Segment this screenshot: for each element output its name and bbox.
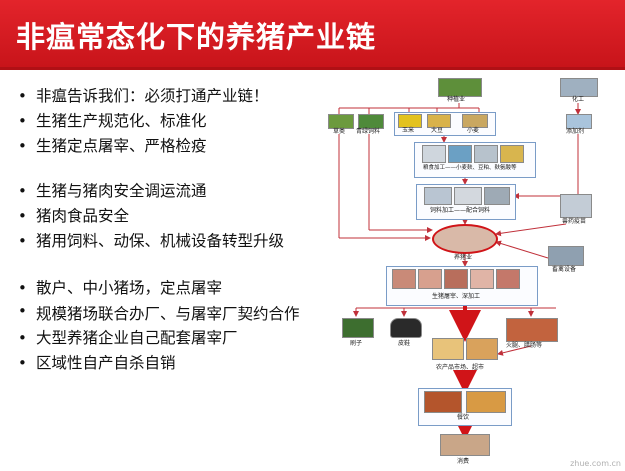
consumption-label: 消费 — [457, 458, 470, 465]
wheat-label: 小麦 — [467, 127, 480, 134]
planting-image — [438, 78, 482, 97]
feed-image-3 — [484, 187, 510, 205]
catering-image-2 — [466, 391, 506, 413]
bullet-group-1: 非瘟告诉我们：必须打通产业链！ 生猪生产规范化、标准化 生猪定点屠宰、严格检疫 — [18, 84, 323, 159]
bullet-group-2: 生猪与猪肉安全调运流通 猪肉食品安全 猪用饲料、动保、机械设备转型升级 — [18, 179, 323, 254]
grain-processing-label: 粮食加工——小麦麸、豆粕、麸氨酸等 — [423, 165, 517, 171]
planting-label: 种植业 — [447, 96, 466, 103]
silage-image — [358, 114, 384, 129]
chemical-label: 化工 — [572, 96, 585, 103]
soybean-label: 大豆 — [431, 127, 444, 134]
vet-drugs-label: 兽药疫苗 — [562, 218, 587, 225]
livestock-equipment-image — [548, 246, 584, 266]
grain-image-3 — [474, 145, 498, 163]
bullet-item: 猪肉食品安全 — [18, 204, 323, 229]
additive-image — [566, 114, 592, 129]
slaughter-image-1 — [392, 269, 416, 289]
market-image-2 — [466, 338, 498, 360]
catering-label: 餐饮 — [457, 414, 470, 421]
slaughter-image-5 — [496, 269, 520, 289]
market-image-1 — [432, 338, 464, 360]
title-bar: 非瘟常态化下的养猪产业链 — [0, 0, 625, 67]
bullet-item: 散户、中小猪场，定点屠宰 — [18, 276, 323, 301]
catering-image-1 — [424, 391, 462, 413]
market-label: 农产品市场、超市 — [436, 364, 485, 371]
ham-label: 火腿、腊肠等 — [506, 342, 543, 349]
brush-image — [342, 318, 374, 338]
chemical-image — [560, 78, 598, 97]
feed-image-2 — [454, 187, 482, 205]
bullet-item: 生猪定点屠宰、严格检疫 — [18, 134, 323, 159]
corn-label: 玉米 — [402, 127, 415, 134]
slaughter-image-3 — [444, 269, 468, 289]
bullet-item: 生猪生产规范化、标准化 — [18, 109, 323, 134]
additive-label: 添加剂 — [566, 128, 585, 135]
wheat-image — [462, 114, 488, 128]
bullet-list: 非瘟告诉我们：必须打通产业链！ 生猪生产规范化、标准化 生猪定点屠宰、严格检疫 … — [18, 84, 323, 376]
bullet-group-3: 散户、中小猪场，定点屠宰 规模猪场联合办厂、与屠宰厂契约合作 大型养猪企业自己配… — [18, 276, 323, 376]
silage-label: 青绿饲料 — [356, 128, 381, 135]
feed-image-1 — [424, 187, 452, 205]
slaughter-image-4 — [470, 269, 494, 289]
slide-title: 非瘟常态化下的养猪产业链 — [16, 20, 377, 54]
industry-chain-diagram: 种植业 化工 草类 青绿饲料 玉米 大豆 小麦 添加剂 粮食加工——小麦麸、豆粕… — [326, 76, 625, 471]
bullet-item: 规模猪场联合办厂、与屠宰厂契约合作 — [18, 301, 323, 326]
consumption-image — [440, 434, 490, 456]
brush-label: 刷子 — [350, 340, 363, 347]
grain-image-2 — [448, 145, 472, 163]
corn-image — [398, 114, 422, 128]
pig-farming-image — [432, 224, 498, 254]
slaughter-label: 生猪屠宰、深加工 — [432, 293, 481, 300]
leather-image — [390, 318, 422, 338]
grain-image-1 — [422, 145, 446, 163]
grass-image — [328, 114, 354, 129]
soybean-image — [427, 114, 451, 128]
bullet-item: 生猪与猪肉安全调运流通 — [18, 179, 323, 204]
bullet-item: 猪用饲料、动保、机械设备转型升级 — [18, 229, 323, 254]
bullet-item: 区域性自产自杀自销 — [18, 351, 323, 376]
pig-farming-label: 养猪业 — [454, 254, 473, 261]
slaughter-image-2 — [418, 269, 442, 289]
bullet-item: 非瘟告诉我们：必须打通产业链！ — [18, 84, 323, 109]
grain-image-4 — [500, 145, 524, 163]
ham-image — [506, 318, 558, 342]
title-underline — [0, 67, 625, 70]
feed-processing-label: 饲料加工——配合饲料 — [430, 207, 491, 214]
watermark-logo: zhue.com.cn — [570, 459, 621, 468]
leather-label: 皮鞋 — [398, 340, 411, 347]
livestock-equipment-label: 畜禽设备 — [552, 266, 577, 273]
vet-drugs-image — [560, 194, 592, 218]
grass-label: 草类 — [333, 128, 346, 135]
bullet-item: 大型养猪企业自己配套屠宰厂 — [18, 326, 323, 351]
